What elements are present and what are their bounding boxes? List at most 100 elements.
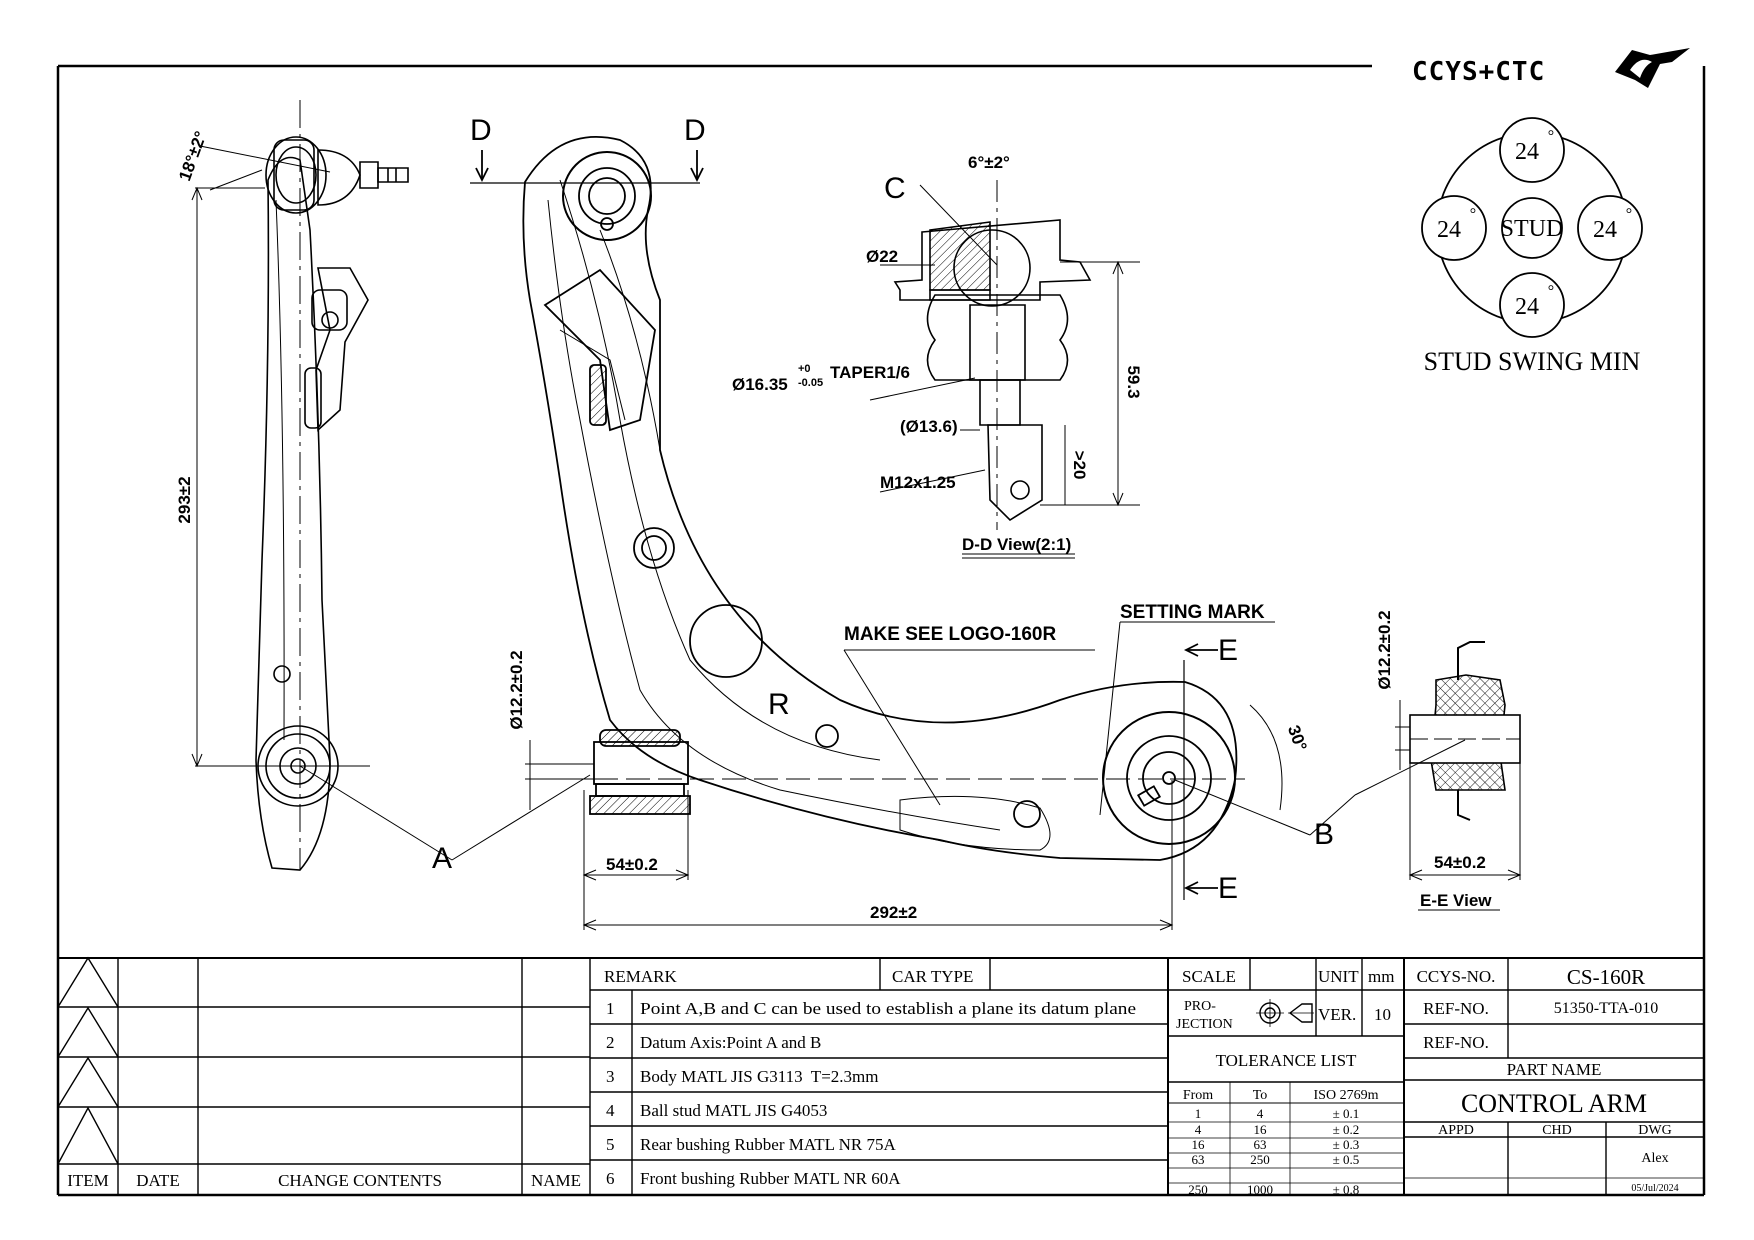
tolerance-cell: ± 0.1 bbox=[1333, 1106, 1360, 1121]
bushing-a-dia-dimension: Ø12.2±0.2 bbox=[507, 650, 526, 729]
tolerance-col-to: To bbox=[1253, 1088, 1268, 1103]
col-change-contents: CHANGE CONTENTS bbox=[278, 1171, 442, 1190]
tolerance-cell: 250 bbox=[1188, 1182, 1208, 1197]
ball-angle-dimension: 6°±2° bbox=[968, 153, 1010, 172]
section-d-left: D bbox=[470, 114, 492, 147]
thread-length-dimension: >20 bbox=[1070, 451, 1089, 480]
taper-tol-lower: -0.05 bbox=[798, 377, 823, 389]
remarks-header: REMARK bbox=[604, 967, 677, 986]
bushing-b-width-dimension: 54±0.2 bbox=[1434, 853, 1486, 872]
ccys-no-label: CCYS-NO. bbox=[1417, 967, 1496, 986]
tolerance-col-from: From bbox=[1183, 1088, 1213, 1103]
remarks-table-text: REMARK CAR TYPE 1 Point A,B and C can be… bbox=[604, 967, 1136, 1188]
brand-logo-mark bbox=[1615, 48, 1690, 88]
projection-label-2: JECTION bbox=[1176, 1017, 1233, 1032]
remark-number: 3 bbox=[606, 1067, 615, 1086]
stud-swing-top: 24 bbox=[1515, 139, 1539, 165]
tolerance-cell: 250 bbox=[1250, 1152, 1270, 1167]
drawing-border bbox=[56, 64, 1706, 1197]
tolerance-cell: ± 0.2 bbox=[1333, 1122, 1360, 1137]
stud-swing-right: 24 bbox=[1593, 217, 1617, 243]
revision-table-headers: ITEM DATE CHANGE CONTENTS NAME bbox=[67, 1171, 581, 1190]
degree-mark: ° bbox=[1470, 206, 1476, 223]
section-ee-caption: E-E View bbox=[1420, 891, 1492, 910]
ref-no-value: 51350-TTA-010 bbox=[1554, 1000, 1658, 1017]
chd-label: CHD bbox=[1542, 1123, 1572, 1138]
width-dimension: 292±2 bbox=[870, 903, 917, 922]
point-c-label: C bbox=[884, 172, 906, 205]
part-info-block bbox=[1404, 958, 1704, 1195]
remark-text: Front bushing Rubber MATL NR 60A bbox=[640, 1169, 901, 1188]
remark-number: 2 bbox=[606, 1033, 615, 1052]
taper-dia-dimension: Ø16.35 bbox=[732, 375, 788, 394]
remark-text: Body MATL JIS G3113 T=2.3mm bbox=[640, 1067, 878, 1086]
stud-swing-left: 24 bbox=[1437, 217, 1461, 243]
side-r-label: R bbox=[768, 688, 790, 721]
tolerance-cell: 63 bbox=[1192, 1152, 1205, 1167]
tolerance-block bbox=[1168, 958, 1405, 1195]
detail-dd-caption: D-D View(2:1) bbox=[962, 535, 1071, 554]
main-view-labels: D D E E A B R MAKE SEE LOGO-160R SETTING… bbox=[432, 114, 1334, 922]
side-angle-dimension: 18°±2° bbox=[175, 129, 210, 184]
tolerance-block-text: SCALE UNIT mm PRO- JECTION VER. 10 TOLER… bbox=[1176, 967, 1394, 1103]
projection-label: PRO- bbox=[1184, 999, 1216, 1014]
tolerance-cell: ± 0.3 bbox=[1333, 1137, 1360, 1152]
ball-dia-dimension: Ø22 bbox=[866, 247, 898, 266]
stud-swing-labels: STUD 24 24 24 24 ° ° ° ° STUD SWING MIN bbox=[1424, 128, 1641, 376]
ref-no-2-label: REF-NO. bbox=[1423, 1033, 1489, 1052]
dwg-by-value: Alex bbox=[1641, 1151, 1668, 1166]
unit-value: mm bbox=[1368, 967, 1394, 986]
tolerance-cell: 63 bbox=[1254, 1137, 1267, 1152]
stud-swing-bottom: 24 bbox=[1515, 294, 1539, 320]
part-name-label: PART NAME bbox=[1507, 1060, 1602, 1079]
appd-label: APPD bbox=[1438, 1123, 1474, 1138]
stud-swing-title: STUD SWING MIN bbox=[1424, 347, 1641, 376]
brand-logo-text: CCYS+CTC bbox=[1412, 57, 1545, 87]
tolerance-cell: ± 0.8 bbox=[1333, 1182, 1360, 1197]
unit-label: UNIT bbox=[1318, 967, 1359, 986]
degree-mark: ° bbox=[1626, 206, 1632, 223]
tolerance-title: TOLERANCE LIST bbox=[1216, 1051, 1357, 1070]
remark-text: Rear bushing Rubber MATL NR 75A bbox=[640, 1135, 896, 1154]
scale-label: SCALE bbox=[1182, 967, 1236, 986]
section-e-top: E bbox=[1218, 634, 1238, 667]
col-date: DATE bbox=[136, 1171, 179, 1190]
setting-mark-note: SETTING MARK bbox=[1120, 602, 1265, 623]
remarks-table bbox=[590, 958, 1169, 1195]
revision-table bbox=[57, 956, 591, 1195]
detail-dd-labels: C 6°±2° Ø22 Ø16.35 +0 -0.05 TAPER1/6 (Ø1… bbox=[732, 153, 1143, 554]
remark-text: Datum Axis:Point A and B bbox=[640, 1033, 821, 1052]
section-ee-labels: Ø12.2±0.2 54±0.2 E-E View bbox=[1375, 610, 1492, 910]
shank-dia-dimension: (Ø13.6) bbox=[900, 417, 958, 436]
point-a-label: A bbox=[432, 842, 452, 875]
car-type-label: CAR TYPE bbox=[892, 967, 973, 986]
tolerance-cell: 1000 bbox=[1247, 1182, 1273, 1197]
degree-mark: ° bbox=[1548, 128, 1554, 145]
detail-dd-view bbox=[869, 180, 1140, 559]
angle-b-dimension: 30° bbox=[1284, 723, 1311, 754]
point-b-label: B bbox=[1314, 818, 1334, 851]
remark-number: 6 bbox=[606, 1169, 615, 1188]
tolerance-cell: 4 bbox=[1257, 1106, 1264, 1121]
drawing-date: 05/Jul/2024 bbox=[1631, 1183, 1678, 1194]
thread-spec: M12x1.25 bbox=[880, 473, 956, 492]
version-value: 10 bbox=[1374, 1005, 1391, 1024]
stud-swing-diagram bbox=[1421, 117, 1643, 338]
tolerance-cell: 16 bbox=[1254, 1122, 1268, 1137]
remark-text: Ball stud MATL JIS G4053 bbox=[640, 1101, 827, 1120]
control-arm-outline bbox=[522, 136, 1238, 861]
col-item: ITEM bbox=[67, 1171, 109, 1190]
remark-number: 4 bbox=[606, 1101, 615, 1120]
col-name: NAME bbox=[531, 1171, 581, 1190]
remark-number: 5 bbox=[606, 1135, 615, 1154]
brand-logo: CCYS+CTC bbox=[1412, 48, 1690, 88]
side-height-dimension: 293±2 bbox=[175, 476, 194, 523]
degree-mark: ° bbox=[1548, 283, 1554, 300]
tolerance-cell: 16 bbox=[1192, 1137, 1206, 1152]
bushing-a-width-dimension: 54±0.2 bbox=[606, 855, 658, 874]
tolerance-cell: 1 bbox=[1195, 1106, 1202, 1121]
ref-no-label: REF-NO. bbox=[1423, 999, 1489, 1018]
tolerance-cell: 4 bbox=[1195, 1122, 1202, 1137]
logo-note: MAKE SEE LOGO-160R bbox=[844, 624, 1056, 645]
